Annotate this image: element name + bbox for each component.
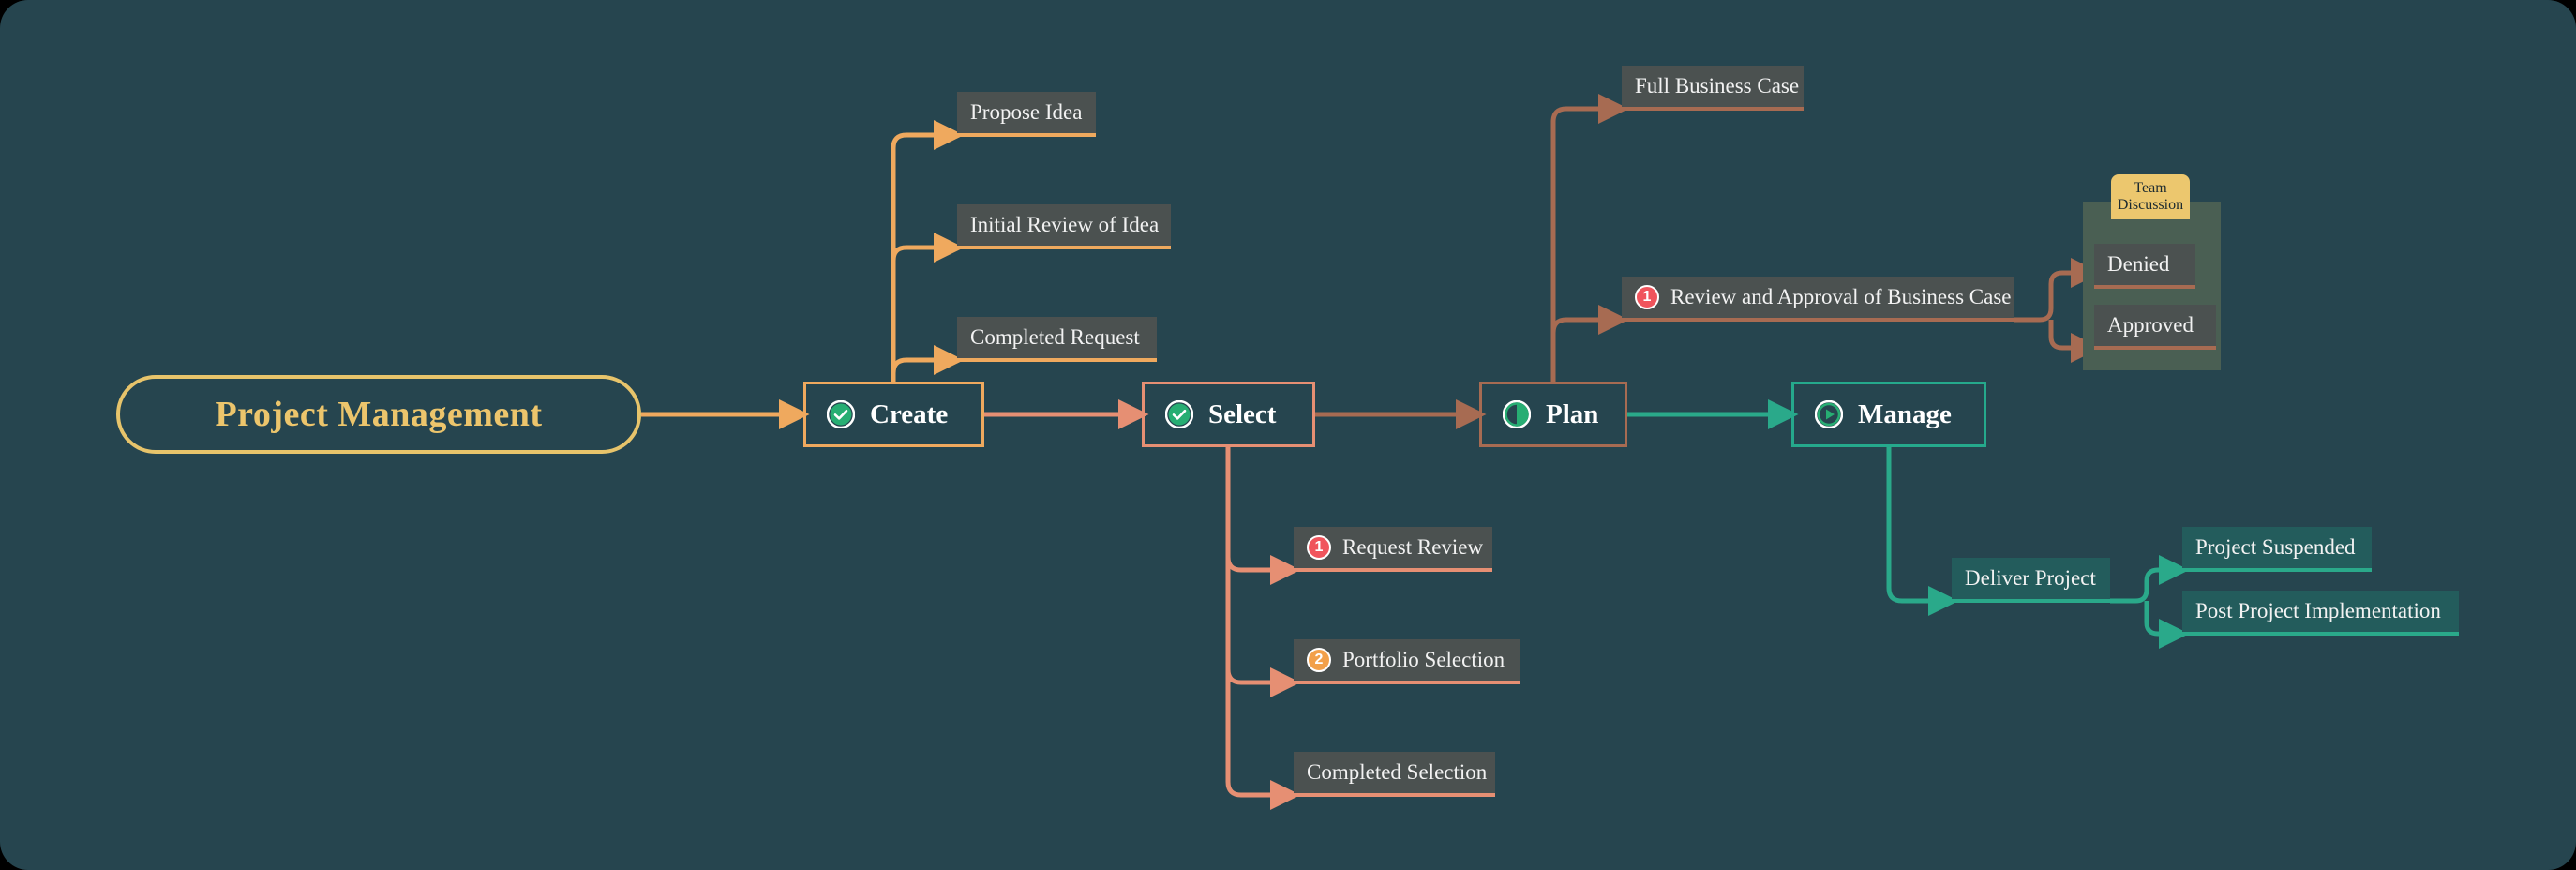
leaf-node[interactable]: Completed Request [957,317,1157,362]
leaf-node[interactable]: Propose Idea [957,92,1096,137]
stage-node-create[interactable]: Create [803,382,984,447]
leaf-node[interactable]: 1 Review and Approval of Business Case [1622,277,2014,322]
leaf-node[interactable]: Deliver Project [1952,558,2110,603]
stage-node-plan[interactable]: Plan [1479,382,1627,447]
stage-node-manage[interactable]: Manage [1791,382,1986,447]
leaf-label: Review and Approval of Business Case [1670,285,2012,308]
stage-label: Create [870,398,949,429]
stage-label: Select [1208,398,1277,429]
leaf-label: Propose Idea [970,100,1083,124]
play-circle-icon [1815,400,1843,428]
leaf-node[interactable]: Approved [2094,305,2216,350]
tooltip-label: Team Discussion [2117,180,2184,213]
team-discussion-tooltip: Team Discussion [2111,174,2190,219]
leaf-label: Approved [2107,313,2194,337]
root-label: Project Management [215,395,543,434]
leaf-label: Full Business Case [1635,74,1800,98]
leaf-label: Portfolio Selection [1342,648,1505,671]
stage-node-select[interactable]: Select [1142,382,1315,447]
leaf-node[interactable]: Full Business Case [1622,66,1804,111]
count-badge: 2 [1307,648,1331,672]
leaf-label: Post Project Implementation [2195,599,2441,622]
check-circle-icon [1165,400,1193,428]
root-node[interactable]: Project Management [116,375,641,454]
count-badge: 1 [1307,535,1331,560]
leaf-label: Completed Selection [1307,760,1488,784]
stage-label: Manage [1858,398,1952,429]
leaf-label: Completed Request [970,325,1140,349]
leaf-node[interactable]: Initial Review of Idea [957,204,1171,249]
check-circle-icon [827,400,855,428]
leaf-node[interactable]: 1 Request Review [1294,527,1492,572]
leaf-node[interactable]: Project Suspended [2182,527,2372,572]
leaf-label: Denied [2107,252,2170,276]
leaf-node[interactable]: 2 Portfolio Selection [1294,639,1520,684]
leaf-node[interactable]: Denied [2094,244,2195,289]
stage-label: Plan [1546,398,1599,429]
leaf-label: Initial Review of Idea [970,213,1160,236]
leaf-node[interactable]: Post Project Implementation [2182,591,2459,636]
leaf-label: Deliver Project [1965,566,2096,590]
count-badge: 1 [1635,285,1659,309]
leaf-label: Request Review [1342,535,1484,559]
leaf-node[interactable]: Completed Selection [1294,752,1495,797]
half-circle-icon [1503,400,1531,428]
leaf-label: Project Suspended [2195,535,2356,559]
